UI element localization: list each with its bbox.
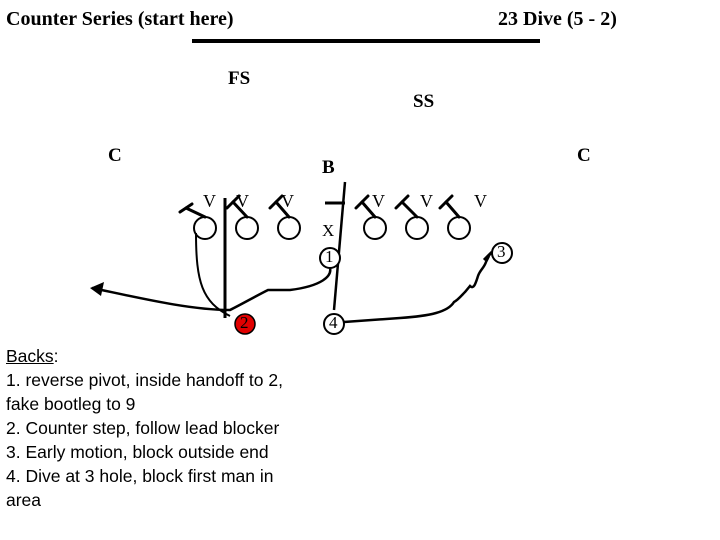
back-1-arrowhead: [90, 282, 104, 296]
notes-heading-line: Backs:: [6, 344, 346, 368]
backer-label: B: [322, 157, 335, 178]
play-series-title: Counter Series (start here): [6, 8, 234, 30]
back-2-circle: [234, 313, 256, 335]
lineman-marker: V: [281, 191, 294, 211]
block-line: [274, 200, 291, 219]
notes-heading: Backs: [6, 346, 54, 366]
back-2-path: [195, 232, 231, 317]
back-3-block-bar: [482, 250, 494, 262]
notes-line: area: [6, 490, 42, 510]
notes-line: 3. Early motion, block outside end: [6, 442, 269, 462]
back-1-circle: [319, 247, 341, 269]
notes-line: 2. Counter step, follow lead blocker: [6, 418, 280, 438]
back-2-number: 2: [240, 313, 249, 332]
notes-heading-colon: :: [53, 346, 59, 366]
back-4-path: [332, 181, 347, 311]
free-safety-label: FS: [228, 68, 251, 89]
block-tbar: [438, 194, 454, 210]
lineman-marker: V: [203, 191, 216, 211]
lineman-circle: [405, 216, 429, 240]
lineman-circle: [447, 216, 471, 240]
back-3-motion-path: [343, 255, 491, 324]
back-4-number: 4: [329, 313, 338, 332]
block-line: [360, 200, 377, 219]
lineman-marker: V: [236, 191, 249, 211]
notes-line: fake bootleg to 9: [6, 394, 136, 414]
back-3-circle: [491, 242, 513, 264]
lineman-marker: V: [420, 191, 433, 211]
notes-line: 4. Dive at 3 hole, block first man in: [6, 466, 274, 486]
lineman-marker: V: [372, 191, 385, 211]
back-3-number: 3: [497, 242, 506, 261]
notes-line: 1. reverse pivot, inside handoff to 2,: [6, 370, 283, 390]
play-name-title: 23 Dive (5 - 2): [498, 8, 617, 30]
block-tbar: [225, 194, 241, 210]
lineman-circle: [277, 216, 301, 240]
lineman-circle: [235, 216, 259, 240]
center-mark: X: [322, 221, 335, 240]
lineman-circle: [363, 216, 387, 240]
block-line: [231, 200, 249, 219]
left-corner-label: C: [108, 145, 122, 166]
back-1-number: 1: [325, 247, 334, 266]
lineman-marker: V: [474, 191, 487, 211]
backs-assignment-notes: Backs: 1. reverse pivot, inside handoff …: [6, 344, 346, 512]
back-1-path: [91, 267, 332, 312]
back-4-circle: [323, 313, 345, 335]
block-line: [184, 206, 207, 219]
block-tbar: [354, 194, 370, 210]
block-tbar: [178, 202, 194, 214]
strong-safety-label: SS: [413, 91, 435, 112]
lineman-circle: [193, 216, 217, 240]
right-corner-label: C: [577, 145, 591, 166]
block-line: [400, 200, 419, 219]
block-tbar: [268, 194, 284, 210]
block-tbar: [394, 194, 410, 210]
block-line: [444, 200, 461, 219]
